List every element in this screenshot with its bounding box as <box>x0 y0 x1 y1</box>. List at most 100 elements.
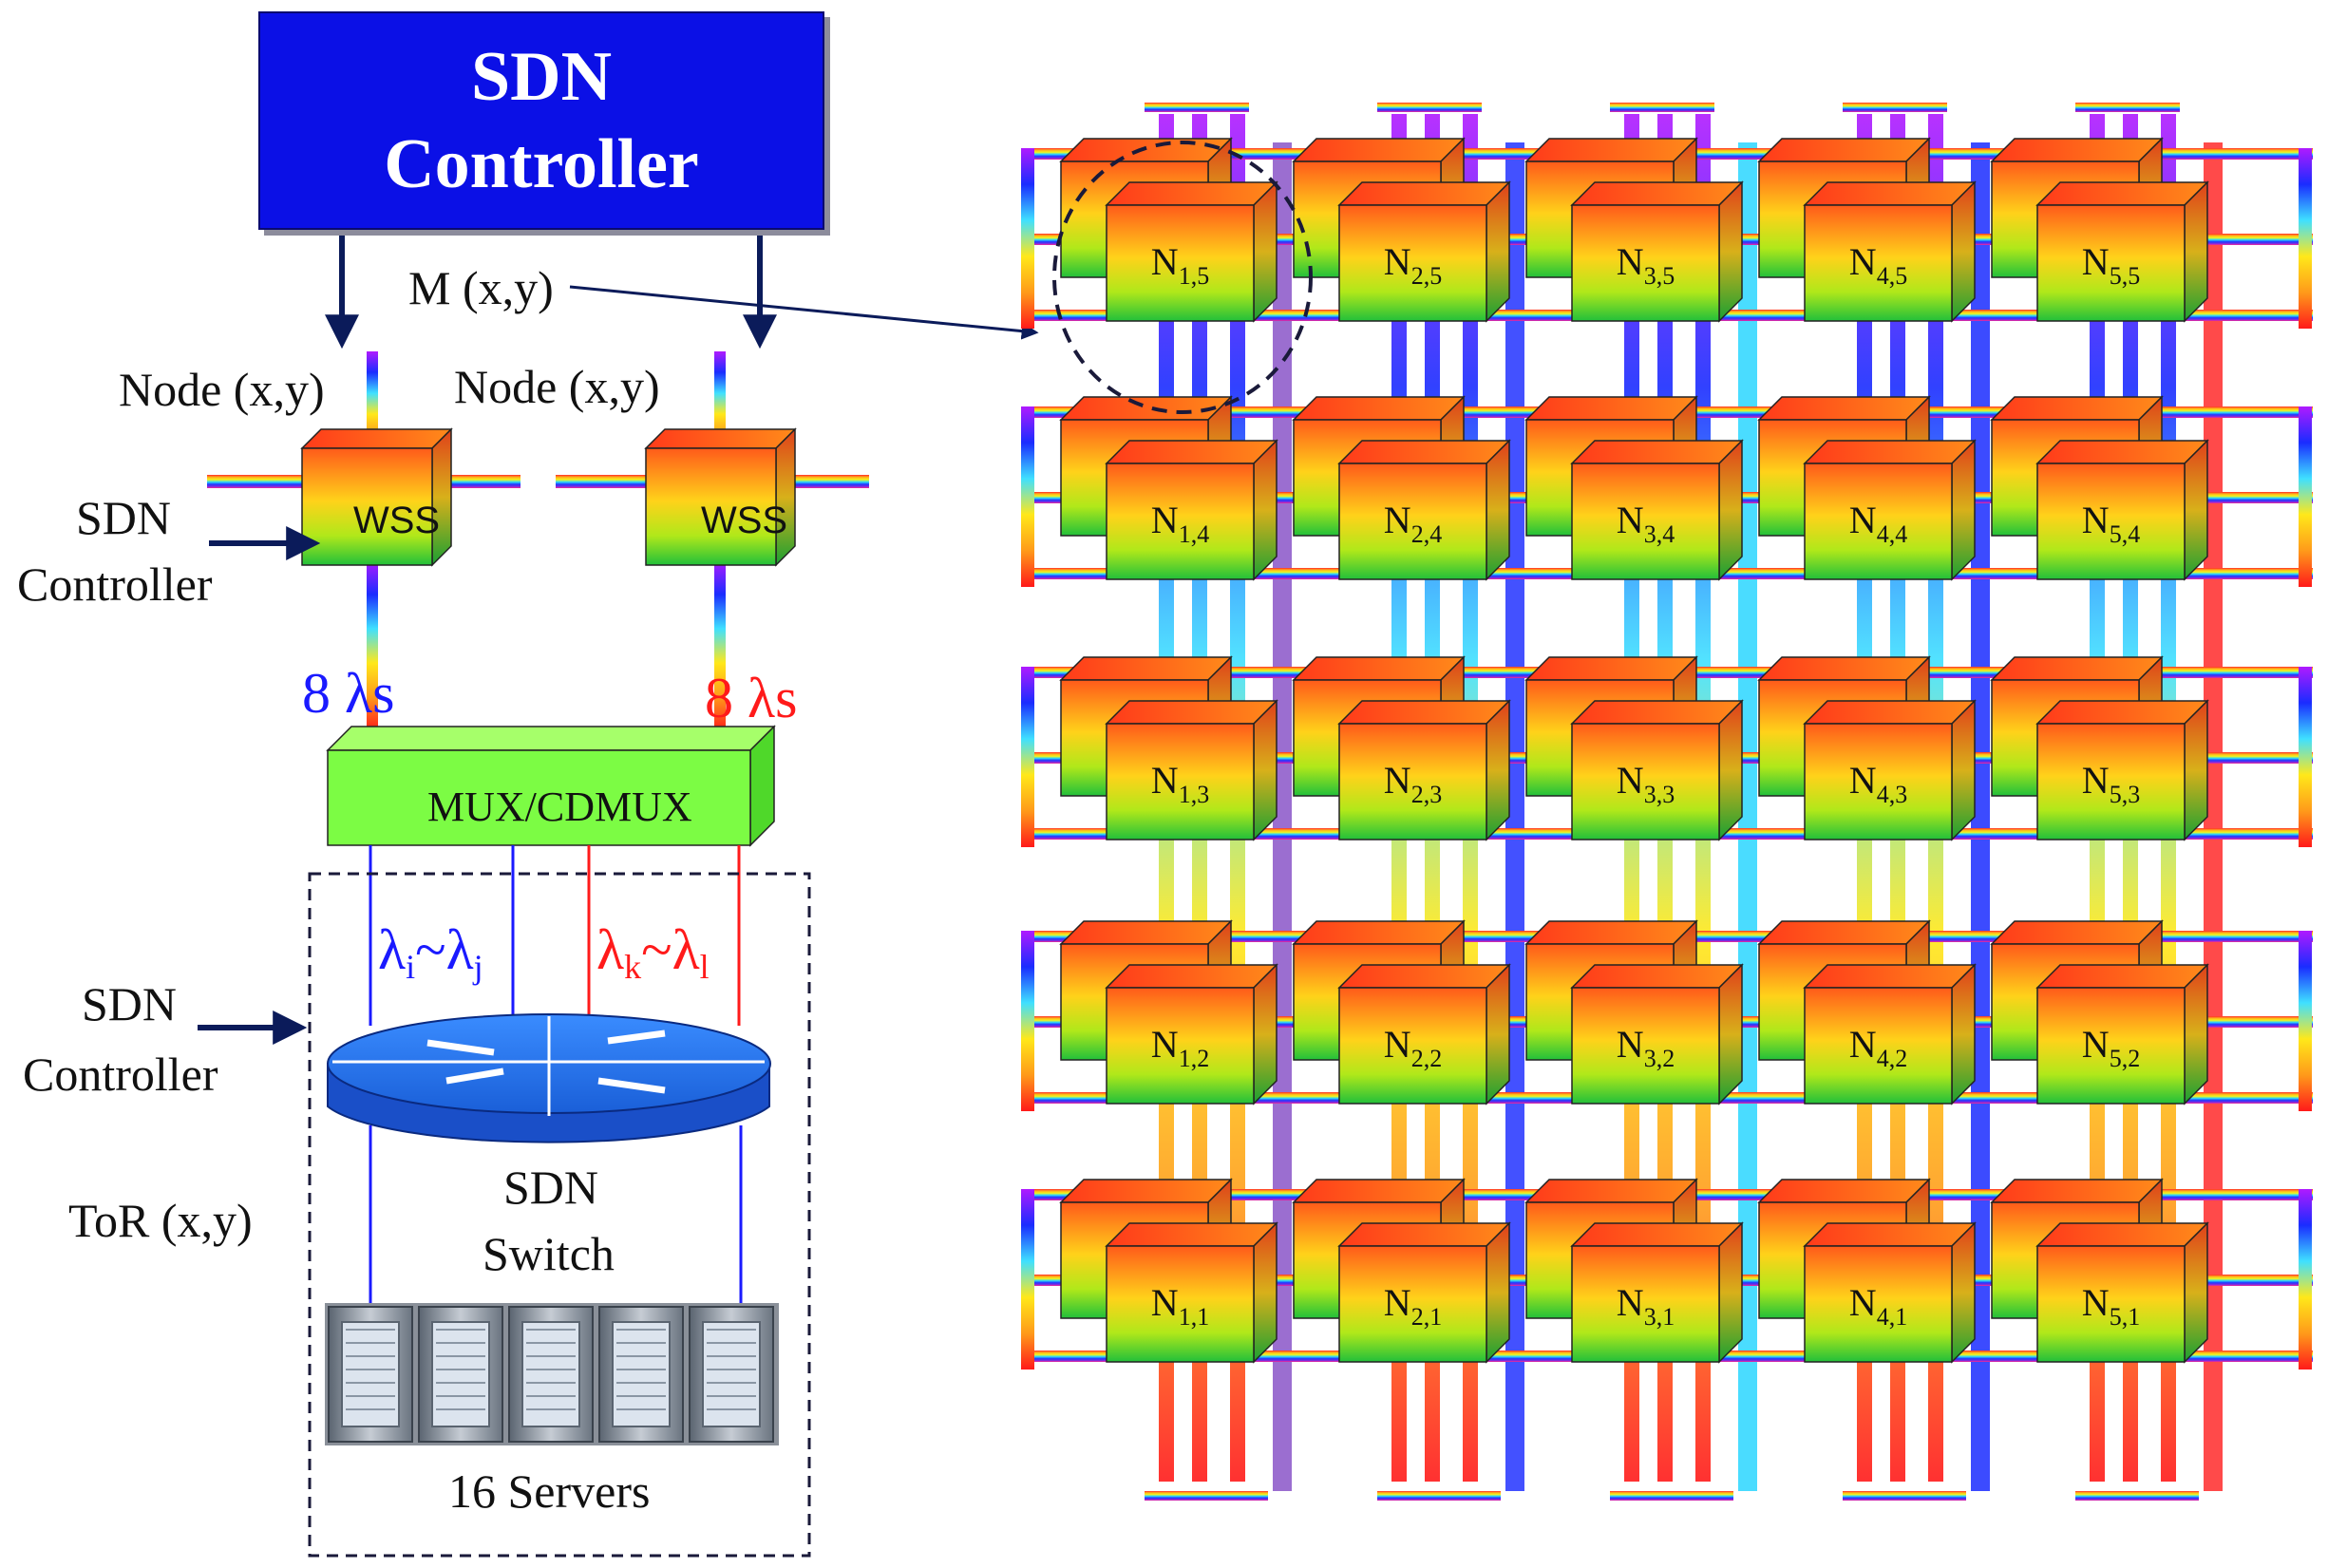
m-pointer-line <box>569 285 1039 340</box>
wss-left <box>300 427 453 567</box>
server-unit <box>598 1306 684 1443</box>
node-label: N1,4 <box>1151 499 1209 548</box>
sdn-controller-box[interactable]: SDN Controller <box>258 11 824 230</box>
sdn-switch-icon[interactable] <box>327 1013 771 1143</box>
bottom-loop <box>2075 1491 2199 1501</box>
switch-label-1: SDN <box>503 1161 599 1214</box>
switch-label-2: Switch <box>483 1227 615 1280</box>
optical-node[interactable]: N3,2 <box>1570 963 1744 1105</box>
top-loop <box>2075 103 2180 112</box>
optical-node[interactable]: N1,4 <box>1105 439 1278 581</box>
node-label: N1,5 <box>1151 240 1209 290</box>
node-label: N3,5 <box>1617 240 1675 290</box>
node-label: N3,2 <box>1617 1023 1675 1072</box>
loop-fibre <box>1021 148 1034 329</box>
sdn-controller-label-mid-1: SDN <box>82 977 178 1030</box>
wss-left-label: WSS <box>353 500 441 541</box>
server-unit <box>328 1306 413 1443</box>
optical-node[interactable]: N4,5 <box>1803 180 1977 323</box>
lambda-ij-tilde: ~ <box>415 918 446 981</box>
node-label: N4,4 <box>1849 499 1907 548</box>
server-unit <box>508 1306 594 1443</box>
optical-node[interactable]: N3,1 <box>1570 1221 1744 1364</box>
optical-node[interactable]: N1,2 <box>1105 963 1278 1105</box>
optical-node[interactable]: N4,2 <box>1803 963 1977 1105</box>
lambda-kl-a-sub: k <box>624 948 642 987</box>
optical-node[interactable]: N3,3 <box>1570 699 1744 841</box>
sdn-controller-label-mid-2: Controller <box>23 1048 218 1101</box>
lambda-left-sym: λs <box>345 662 395 725</box>
mux-box <box>326 725 776 847</box>
lambda-ij-b-sub: j <box>473 948 483 987</box>
top-loop <box>1610 103 1714 112</box>
node-label: N5,3 <box>2082 759 2140 808</box>
node-label: N3,1 <box>1617 1281 1675 1331</box>
node-label: N2,2 <box>1384 1023 1442 1072</box>
loop-fibre <box>2299 148 2312 329</box>
node-label: N3,3 <box>1617 759 1675 808</box>
bottom-loop <box>1377 1491 1501 1501</box>
optical-node[interactable]: N5,4 <box>2035 439 2209 581</box>
bottom-loop <box>1145 1491 1268 1501</box>
node-label: N2,4 <box>1384 499 1442 548</box>
tor-label: ToR (x,y) <box>68 1194 253 1247</box>
loop-fibre <box>1021 406 1034 587</box>
wss-right <box>644 427 797 567</box>
node-label: N5,2 <box>2082 1023 2140 1072</box>
lambda-kl-tilde: ~ <box>641 918 672 981</box>
lambda-right-num: 8 <box>705 667 733 729</box>
vertical-trunk <box>1738 142 1757 1491</box>
node-label: N4,2 <box>1849 1023 1907 1072</box>
optical-node[interactable]: N2,3 <box>1337 699 1511 841</box>
lambda-kl-b-sub: l <box>699 948 710 987</box>
node-label: N4,5 <box>1849 240 1907 290</box>
node-label: N2,1 <box>1384 1281 1442 1331</box>
node-right-label: Node (x,y) <box>454 360 660 413</box>
optical-node[interactable]: N5,3 <box>2035 699 2209 841</box>
lambda-left-count: 8 λs <box>302 665 394 722</box>
top-loop <box>1377 103 1482 112</box>
optical-node[interactable]: N2,4 <box>1337 439 1511 581</box>
tor-box <box>308 872 811 1558</box>
optical-node[interactable]: N3,4 <box>1570 439 1744 581</box>
sdn-controller-label-top-1: SDN <box>76 491 172 544</box>
node-label: N3,4 <box>1617 499 1675 548</box>
loop-fibre <box>2299 1189 2312 1370</box>
optical-node[interactable]: N1,1 <box>1105 1221 1278 1364</box>
servers-rack <box>325 1303 779 1445</box>
vertical-trunk <box>1273 142 1292 1491</box>
bottom-loop <box>1610 1491 1733 1501</box>
top-loop <box>1843 103 1947 112</box>
server-unit <box>418 1306 503 1443</box>
lambda-right-count: 8 λs <box>705 670 797 727</box>
node-label: N4,3 <box>1849 759 1907 808</box>
optical-node[interactable]: N2,2 <box>1337 963 1511 1105</box>
lambda-ij-b: λ <box>445 918 474 981</box>
loop-fibre <box>2299 406 2312 587</box>
optical-node[interactable]: N5,5 <box>2035 180 2209 323</box>
bottom-loop <box>1843 1491 1966 1501</box>
loop-fibre <box>2299 931 2312 1111</box>
arrows <box>198 226 777 1045</box>
node-label: N4,1 <box>1849 1281 1907 1331</box>
optical-node[interactable]: N2,1 <box>1337 1221 1511 1364</box>
lambda-ij-label: λi~λj <box>378 921 483 984</box>
optical-node[interactable]: N4,1 <box>1803 1221 1977 1364</box>
node-label: N1,2 <box>1151 1023 1209 1072</box>
optical-node[interactable]: N1,3 <box>1105 699 1278 841</box>
lambda-kl-a: λ <box>596 918 625 981</box>
optical-node[interactable]: N1,5 <box>1105 180 1278 323</box>
loop-fibre <box>2299 667 2312 847</box>
sdn-controller-label-top-2: Controller <box>17 557 213 611</box>
mux-label: MUX/CDMUX <box>427 784 692 830</box>
servers-label: 16 Servers <box>448 1464 651 1518</box>
optical-node[interactable]: N4,4 <box>1803 439 1977 581</box>
optical-node[interactable]: N5,2 <box>2035 963 2209 1105</box>
lambda-ij-a: λ <box>378 918 407 981</box>
optical-node[interactable]: N4,3 <box>1803 699 1977 841</box>
optical-node[interactable]: N3,5 <box>1570 180 1744 323</box>
optical-node[interactable]: N2,5 <box>1337 180 1511 323</box>
optical-node[interactable]: N5,1 <box>2035 1221 2209 1364</box>
node-label: N5,5 <box>2082 240 2140 290</box>
